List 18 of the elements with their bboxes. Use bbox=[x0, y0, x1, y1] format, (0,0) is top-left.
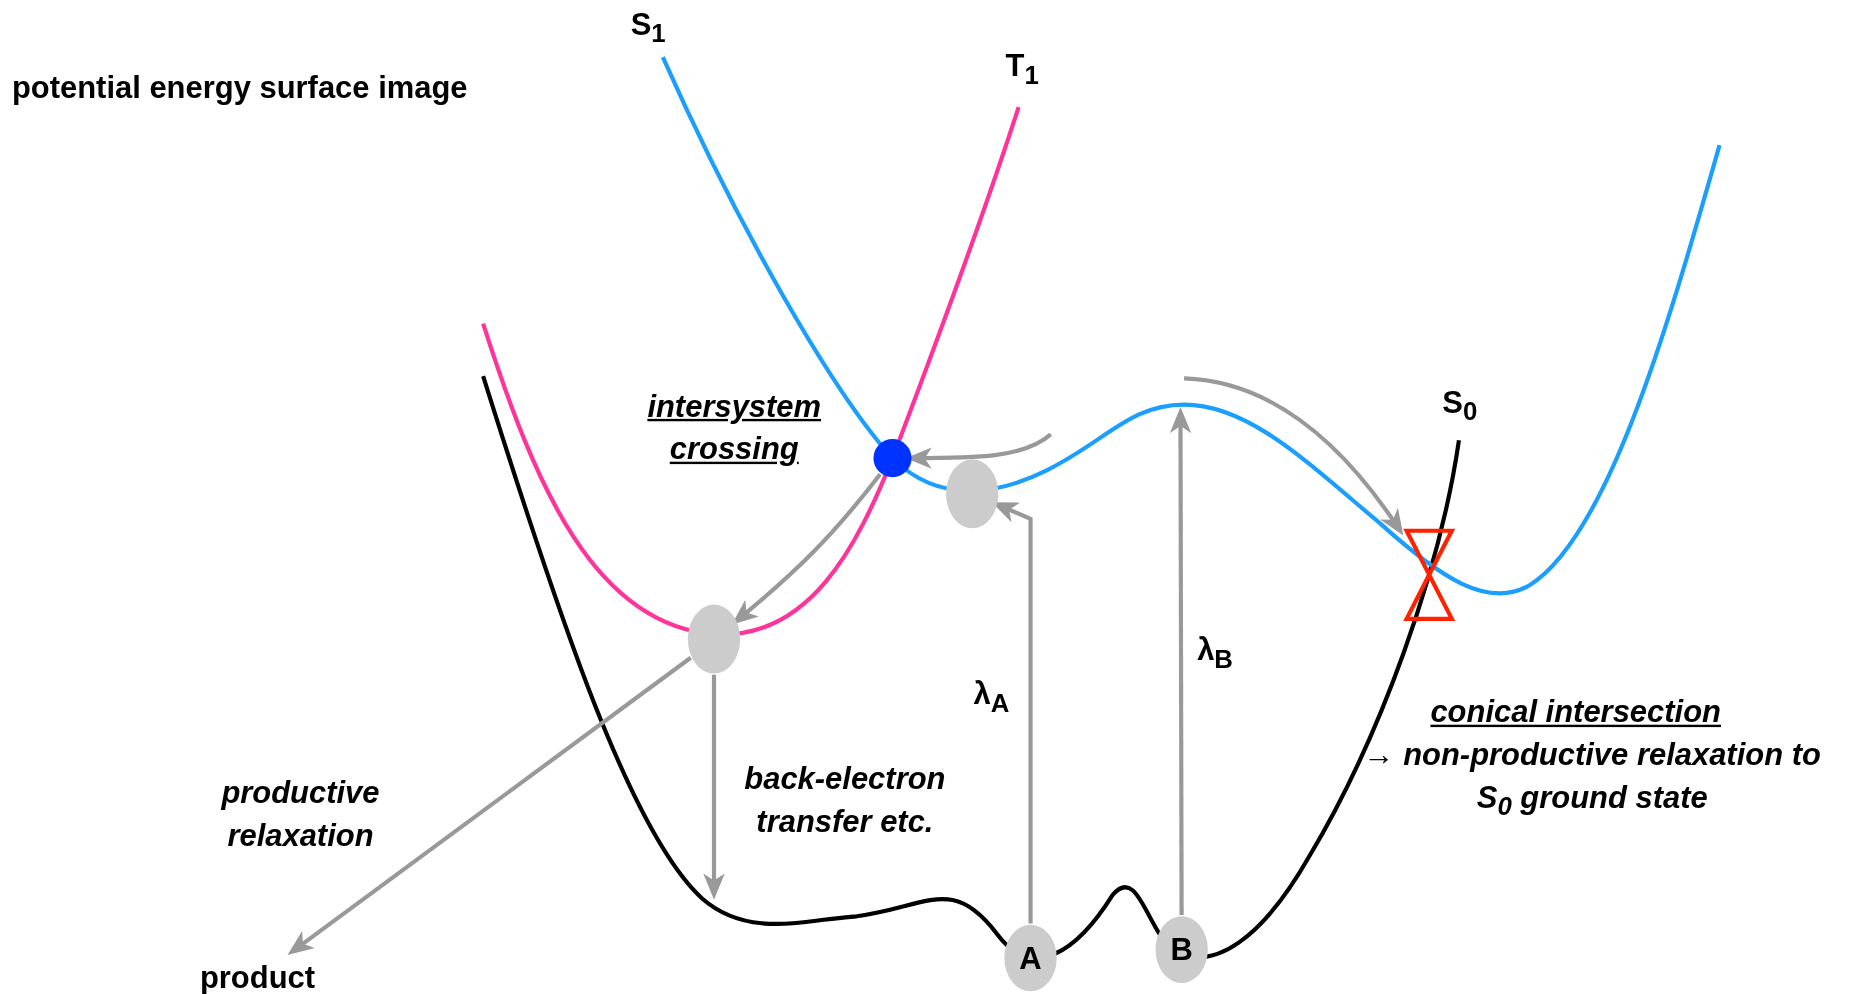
edge-label: λ$_{B}$ bbox=[1197, 630, 1233, 676]
arrow bbox=[1183, 376, 1404, 536]
heading-text: potential energy surface image bbox=[11, 68, 468, 107]
annotation-text: → non-productive relaxation to S$_{0}$ ground state bbox=[1362, 735, 1822, 824]
annotation-text: conical intersection bbox=[1430, 692, 1721, 732]
curve-label: S$_{0}$ bbox=[1442, 383, 1478, 429]
edge-label: back-electron transfer etc. bbox=[743, 759, 947, 841]
arrow bbox=[703, 674, 725, 900]
product-label: product bbox=[199, 958, 316, 994]
curve-label: T$_{1}$ bbox=[1005, 46, 1039, 92]
state-ellipse: B bbox=[1155, 916, 1208, 983]
edge-label: λ$_{A}$ bbox=[973, 674, 1010, 720]
curve-label: S$_{1}$ bbox=[630, 4, 666, 50]
arrow bbox=[287, 656, 692, 956]
annotation-text: intersystem crossing bbox=[646, 386, 823, 469]
edge-label: productive relaxation bbox=[220, 773, 381, 856]
arrow bbox=[1169, 407, 1192, 916]
state-ellipse: A bbox=[1004, 924, 1057, 992]
